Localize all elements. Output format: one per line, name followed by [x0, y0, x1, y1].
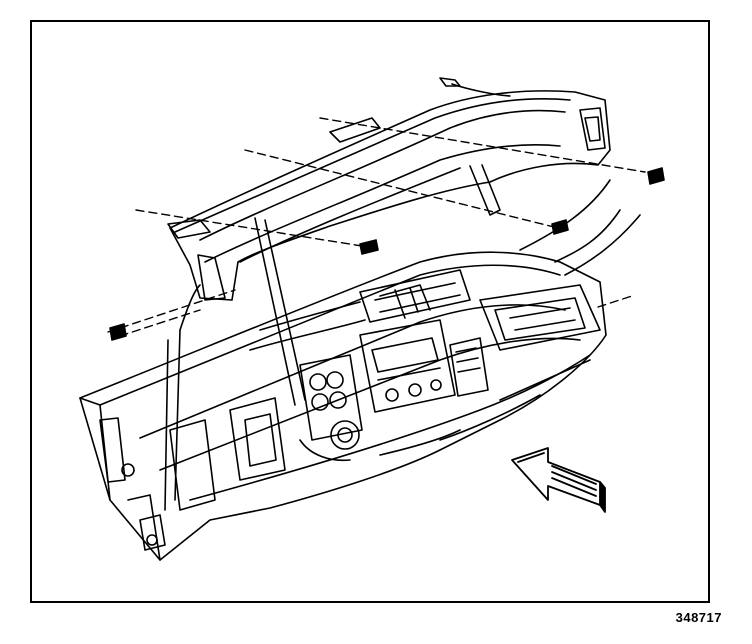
view-direction-arrow-icon: [511, 447, 606, 513]
figure-number: 348717: [675, 610, 722, 625]
side-bracket-lines: [164, 217, 306, 511]
instrument-panel-carrier: [79, 179, 641, 561]
upper-trim-panel: [167, 77, 611, 301]
fastener-alignment-lines: [107, 117, 646, 337]
screw-icon: [109, 167, 665, 341]
